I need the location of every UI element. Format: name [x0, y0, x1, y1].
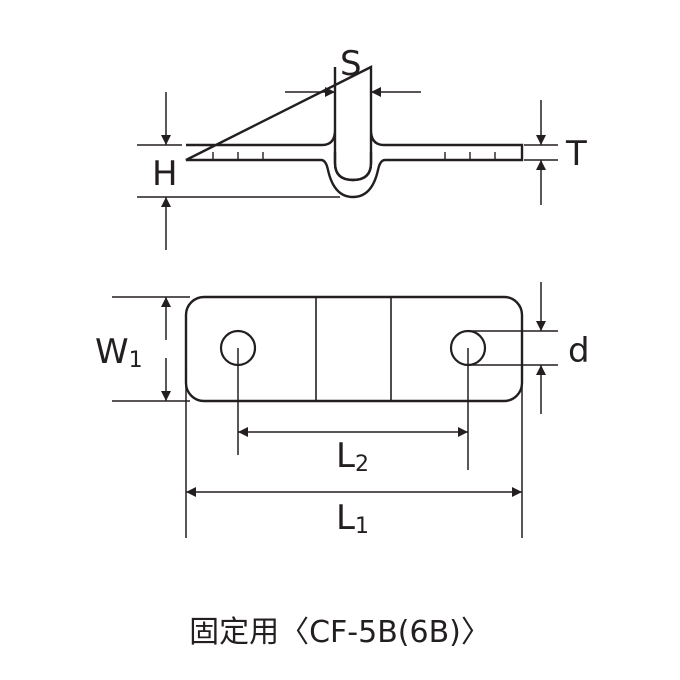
label-t: T: [565, 134, 587, 174]
dimension-h: H: [137, 92, 340, 250]
label-s: S: [340, 44, 362, 84]
dimension-t: T: [524, 100, 587, 205]
dimension-d: d: [468, 282, 590, 414]
dimension-l2: L2: [237, 348, 469, 477]
label-d: d: [568, 331, 590, 371]
label-l1: L1: [336, 498, 369, 539]
label-w1: W1: [95, 332, 143, 373]
label-l2: L2: [336, 436, 369, 477]
top-view: W1 d L2 L1: [95, 282, 590, 539]
caption: 固定用〈CF-5B(6B)〉: [189, 615, 491, 650]
dimension-s: S: [285, 44, 421, 97]
label-h: H: [152, 154, 178, 194]
side-view: H S T: [137, 44, 587, 250]
dimension-w1: W1: [95, 296, 190, 402]
side-view-bend: [333, 152, 373, 182]
side-view-outline: [185, 65, 524, 199]
dimension-l1: L1: [185, 370, 523, 539]
top-view-plate: [184, 295, 524, 403]
side-view-ticks: [212, 152, 496, 160]
